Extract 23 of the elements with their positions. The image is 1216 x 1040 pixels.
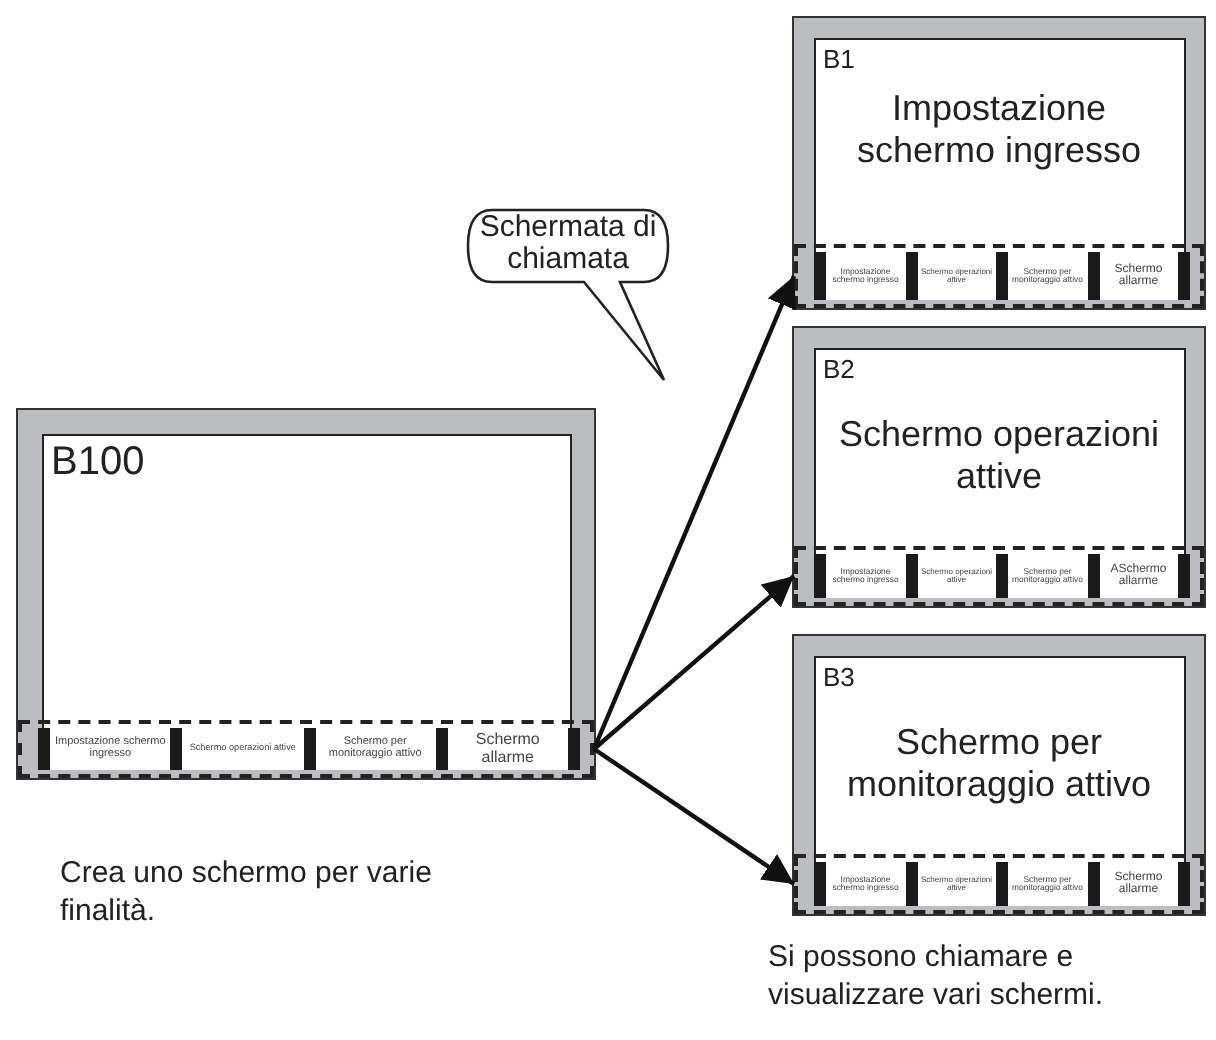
screen-frame <box>16 408 596 780</box>
arrow <box>591 275 797 750</box>
screen-button: Schermo allarme <box>435 728 580 770</box>
bubble-text: Schermata di chiamata <box>477 212 659 275</box>
screen-title: Schermo operazioni attive <box>836 413 1162 500</box>
screen-title: Impostazione schermo ingresso <box>854 87 1144 174</box>
screen-id: B100 <box>51 439 145 485</box>
button-bar <box>18 720 594 778</box>
arrow <box>592 747 796 886</box>
screen-frame <box>792 16 1206 310</box>
screen-id: B2 <box>823 353 855 383</box>
speech-bubble <box>464 206 672 386</box>
screen-frame <box>792 326 1206 608</box>
button-bar <box>794 546 1204 606</box>
screen-frame <box>792 634 1206 916</box>
caption-text: Si possono chiamare e visualizzare vari schermi. <box>768 940 1106 1015</box>
screen-id: B1 <box>823 43 855 73</box>
screen-title: Schermo per monitoraggio attivo <box>844 721 1154 808</box>
button-bar <box>794 244 1204 308</box>
button-bar <box>794 854 1204 914</box>
caption-text: Crea uno schermo per varie finalità. <box>60 856 434 931</box>
arrow <box>592 574 796 751</box>
screen-id: B3 <box>823 661 855 691</box>
